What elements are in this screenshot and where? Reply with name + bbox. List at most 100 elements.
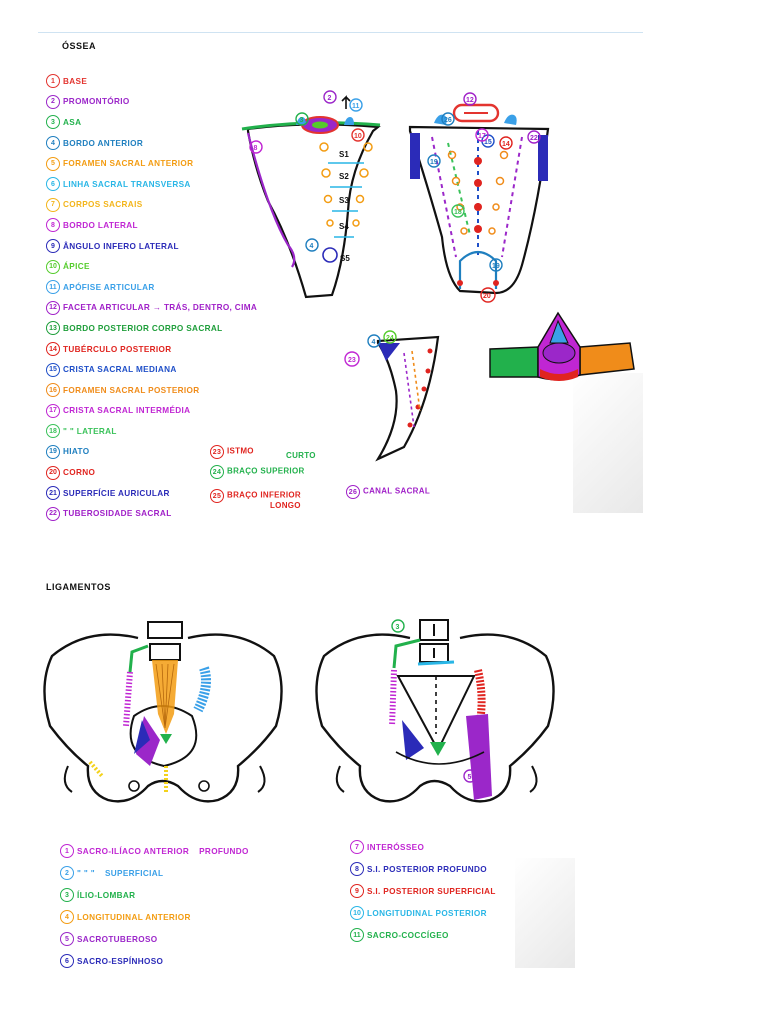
transverse-lines (328, 162, 364, 238)
pelvis-anterior-view (43, 621, 283, 803)
posterior-ligament-callouts: 3 5 (391, 619, 477, 783)
sacrotuberous-ligament (466, 714, 492, 800)
legend-number: 10 (46, 259, 60, 274)
lateral-border-line (246, 132, 296, 268)
ossea-title: ÓSSEA (62, 41, 97, 51)
lateral-dash-lines (403, 350, 421, 428)
sacrum-posterior-view: 12 26 19 15 14 22 18 19 20 17 (408, 92, 550, 303)
segment-body-oval (542, 342, 576, 364)
svg-text:4: 4 (310, 243, 314, 250)
legend-number: 3 (46, 115, 60, 130)
longo-label: LONGO (270, 501, 301, 510)
legend-number: 7 (350, 840, 364, 854)
legend-label: SACRO-ESPÍNHOSO (77, 956, 164, 966)
legend-number: 8 (350, 862, 364, 876)
legend-number: 8 (46, 218, 60, 233)
horn-right (493, 280, 499, 286)
legend-label: ÁPICE (63, 262, 90, 272)
legend-label: ASA (63, 117, 82, 127)
svg-text:5: 5 (468, 774, 472, 781)
svg-text:19: 19 (430, 159, 438, 166)
legend-number: 2 (60, 866, 74, 880)
legend-label: BORDO POSTERIOR CORPO SACRAL (63, 323, 223, 333)
iliolumbar-ligament (128, 644, 149, 673)
anterior-foramina (319, 142, 373, 227)
svg-text:4: 4 (372, 339, 376, 346)
segment-left-wing (489, 346, 539, 378)
alr-fibres (155, 663, 175, 729)
legend-label: CRISTA SACRAL MEDIANA (63, 365, 177, 375)
legend-number: 3 (60, 888, 74, 902)
blue-articular-right (344, 117, 354, 125)
femur-right (257, 765, 266, 793)
legend-number: 1 (60, 844, 74, 858)
legend-number: 9 (350, 884, 364, 898)
legend-label: S.I. POSTERIOR SUPERFICIAL (367, 886, 496, 896)
legend-number: 16 (46, 383, 60, 398)
legend-label: SUPERFÍCIE AURICULAR (63, 488, 170, 498)
vertebra-label: S1 (339, 150, 349, 159)
anterior-callout-numbers: 3 2 11 8 10 4 (249, 90, 365, 263)
legend-number: 2 (46, 94, 60, 109)
legend-label: BASE (63, 76, 88, 86)
inner-arc (395, 751, 485, 765)
l5-vertebra (149, 643, 181, 661)
femur-left (63, 765, 73, 793)
legend-number: 6 (60, 954, 74, 968)
arrow-up (341, 95, 351, 109)
legend-label: FACETA ARTICULAR → TRÁS, DENTRO, CIMA (63, 303, 258, 313)
sacrum-lateral-view: 4 24 23 (344, 330, 440, 462)
legend-number: 20 (46, 465, 60, 480)
femur-right (529, 765, 538, 793)
posterior-callout-numbers: 12 26 19 15 14 22 18 19 20 17 (427, 92, 541, 303)
svg-text:14: 14 (502, 141, 510, 148)
svg-text:3: 3 (396, 624, 400, 631)
legend-number: 1 (46, 74, 60, 89)
horn-left (457, 280, 463, 286)
legend-label: TUBEROSIDADE SACRAL (63, 509, 172, 519)
pelvis-posterior-view: 3 5 (315, 619, 555, 803)
lateral-facet (378, 343, 400, 361)
lateral-outline (375, 335, 440, 462)
svg-text:15: 15 (484, 139, 492, 146)
legend-number: 22 (46, 506, 60, 521)
legend-label: HIATO (63, 447, 90, 457)
legend-label: APÓFISE ARTICULAR (63, 282, 155, 292)
auricular-left (410, 133, 420, 179)
vertebra-labels: S1 S2 S3 S4 S5 (339, 150, 350, 263)
legend-label: CORNO (63, 468, 96, 478)
legend-label-part: SACRO-ILÍACO ANTERIOR (77, 846, 190, 856)
legend-number: 9 (46, 239, 60, 254)
interosseous-ligament (389, 669, 397, 727)
hiatus (458, 250, 498, 289)
svg-text:2: 2 (328, 95, 332, 102)
pelvis-posterior-outline (315, 633, 555, 803)
promontory-mark (312, 121, 328, 129)
l4-vertebra (147, 621, 183, 639)
legend-number: 4 (60, 910, 74, 924)
shadow-corner (573, 373, 643, 513)
legend-label: S.I. POSTERIOR PROFUNDO (367, 864, 487, 874)
obturator-right (198, 780, 210, 792)
legend-label-part: SUPERFICIAL (104, 868, 164, 878)
svg-text:17: 17 (478, 133, 486, 140)
legend-label: FORAMEN SACRAL ANTERIOR (63, 159, 194, 169)
